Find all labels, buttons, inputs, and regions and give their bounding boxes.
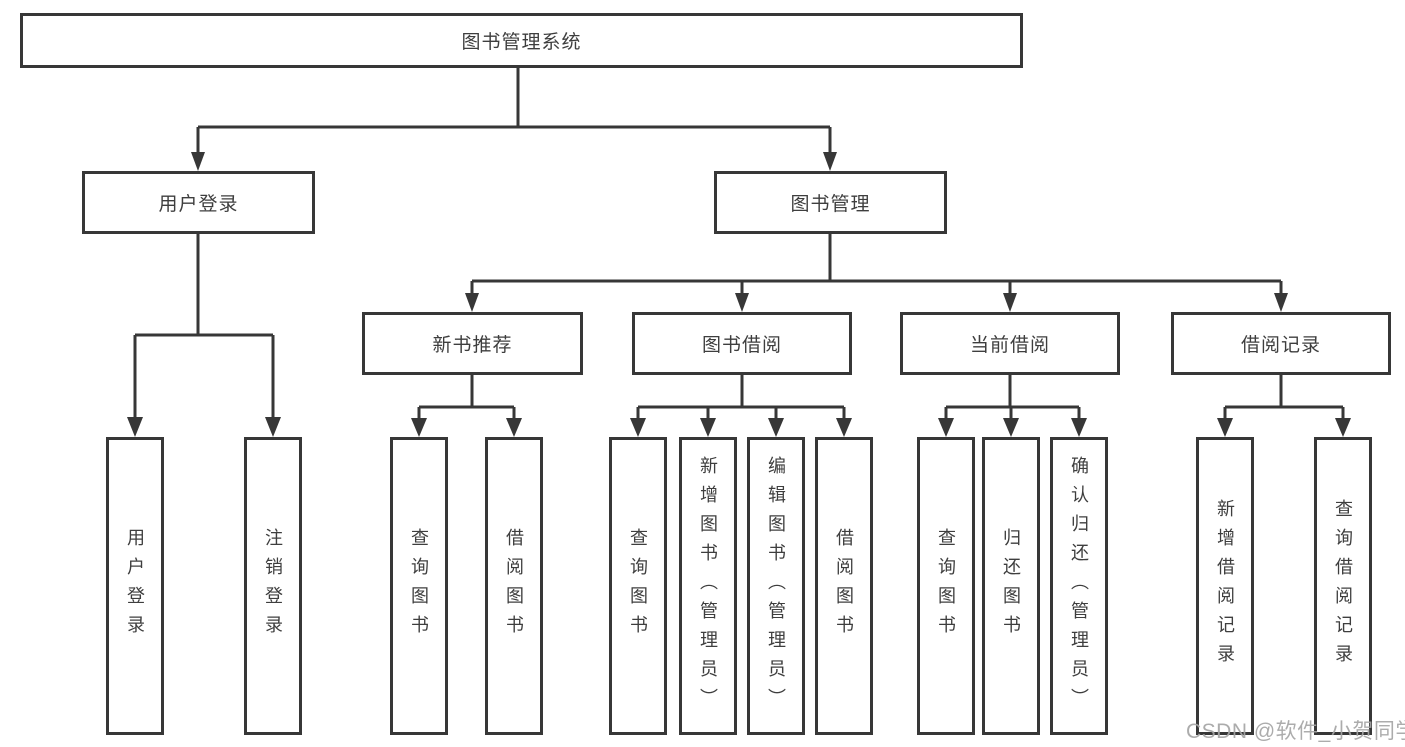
leaf-borrow-books-recommend: 借阅图书 bbox=[485, 437, 543, 735]
leaf-add-borrow-record: 新增借阅记录 bbox=[1196, 437, 1254, 735]
leaf-borrow-books-recommend-label: 借阅图书 bbox=[504, 528, 524, 644]
node-library-management-system: 图书管理系统 bbox=[20, 13, 1023, 68]
node-book-borrowing-label: 图书借阅 bbox=[701, 335, 782, 356]
leaf-confirm-return-admin-label: 确认归还（管理员） bbox=[1069, 455, 1089, 717]
watermark-csdn: CSDN @软件_小贺同学 bbox=[1186, 720, 1405, 743]
leaf-logout-label: 注销登录 bbox=[263, 528, 283, 644]
node-library-management-system-label: 图书管理系统 bbox=[461, 32, 582, 53]
leaf-confirm-return-admin: 确认归还（管理员） bbox=[1050, 437, 1108, 735]
node-new-book-recommendation-label: 新书推荐 bbox=[432, 335, 513, 356]
leaf-add-books-admin-label: 新增图书（管理员） bbox=[698, 455, 718, 717]
leaf-query-books-borrowing-label: 查询图书 bbox=[628, 528, 648, 644]
node-current-borrowing: 当前借阅 bbox=[900, 312, 1120, 375]
leaf-return-books: 归还图书 bbox=[982, 437, 1040, 735]
node-book-borrowing: 图书借阅 bbox=[632, 312, 852, 375]
leaf-add-books-admin: 新增图书（管理员） bbox=[679, 437, 737, 735]
edge-lines bbox=[133, 68, 1345, 420]
node-borrowing-records: 借阅记录 bbox=[1171, 312, 1391, 375]
node-borrowing-records-label: 借阅记录 bbox=[1240, 335, 1321, 356]
leaf-query-books-borrowing: 查询图书 bbox=[609, 437, 667, 735]
node-new-book-recommendation: 新书推荐 bbox=[362, 312, 583, 375]
leaf-return-books-label: 归还图书 bbox=[1001, 528, 1021, 644]
leaf-borrow-books: 借阅图书 bbox=[815, 437, 873, 735]
leaf-add-borrow-record-label: 新增借阅记录 bbox=[1215, 499, 1235, 673]
leaf-edit-books-admin-label: 编辑图书（管理员） bbox=[766, 455, 786, 717]
leaf-query-books-recommend-label: 查询图书 bbox=[409, 528, 429, 644]
arrowheads bbox=[127, 152, 1351, 437]
leaf-query-books-current-label: 查询图书 bbox=[936, 528, 956, 644]
node-book-management-label: 图书管理 bbox=[790, 194, 871, 215]
leaf-borrow-books-label: 借阅图书 bbox=[834, 528, 854, 644]
leaf-user-login-label: 用户登录 bbox=[125, 528, 145, 644]
leaf-logout: 注销登录 bbox=[244, 437, 302, 735]
leaf-user-login: 用户登录 bbox=[106, 437, 164, 735]
leaf-query-books-current: 查询图书 bbox=[917, 437, 975, 735]
leaf-edit-books-admin: 编辑图书（管理员） bbox=[747, 437, 805, 735]
node-book-management: 图书管理 bbox=[714, 171, 947, 234]
node-current-borrowing-label: 当前借阅 bbox=[969, 335, 1050, 356]
leaf-query-borrow-record: 查询借阅记录 bbox=[1314, 437, 1372, 735]
leaf-query-books-recommend: 查询图书 bbox=[390, 437, 448, 735]
node-user-login-label: 用户登录 bbox=[158, 194, 239, 215]
leaf-query-borrow-record-label: 查询借阅记录 bbox=[1333, 499, 1353, 673]
node-user-login: 用户登录 bbox=[82, 171, 315, 234]
